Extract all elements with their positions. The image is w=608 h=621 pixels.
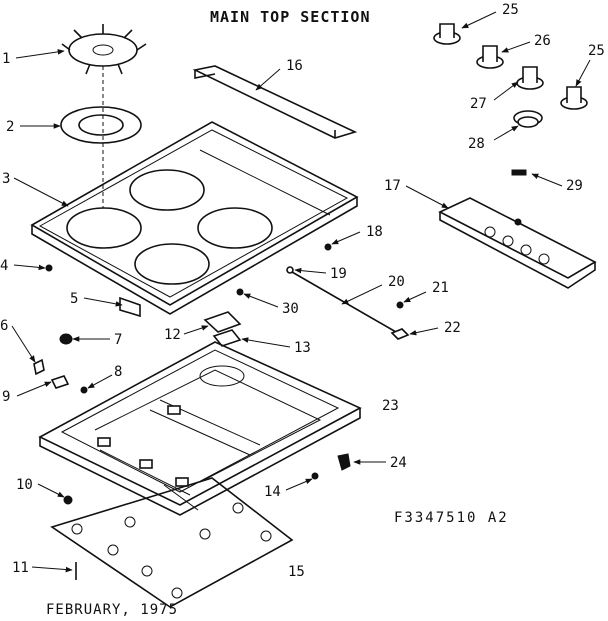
callout-9: 9 <box>2 389 10 405</box>
callout-18: 18 <box>366 224 383 240</box>
drawing-code: F3347510 A2 <box>394 510 509 526</box>
callout-25-top: 25 <box>502 2 519 18</box>
part-25-knob-top <box>433 23 461 45</box>
callout-3: 3 <box>2 171 10 187</box>
callout-16: 16 <box>286 58 303 74</box>
callout-23: 23 <box>382 398 399 414</box>
part-28-bezel <box>513 110 543 128</box>
part-18-screw <box>324 243 332 251</box>
part-17-control-panel <box>438 197 597 289</box>
part-25-knob-right <box>560 86 588 110</box>
drawing-date: FEBRUARY, 1975 <box>46 602 178 618</box>
part-13-valve <box>212 329 242 347</box>
part-2-burner-ring <box>60 106 142 144</box>
part-6-spring <box>33 358 45 376</box>
callout-20: 20 <box>388 274 405 290</box>
callout-6: 6 <box>0 318 8 334</box>
callout-26: 26 <box>534 33 551 49</box>
callout-7: 7 <box>114 332 122 348</box>
callout-21: 21 <box>432 280 449 296</box>
part-9-clamp <box>50 375 70 389</box>
callout-1: 1 <box>2 51 10 67</box>
callout-25-right: 25 <box>588 43 605 59</box>
part-8-screw <box>80 386 88 394</box>
part-7-nut <box>59 333 73 345</box>
diagram-title: MAIN TOP SECTION <box>210 8 371 26</box>
part-14-screw <box>311 472 319 480</box>
callout-22: 22 <box>444 320 461 336</box>
callout-15: 15 <box>288 564 305 580</box>
part-10-screw <box>63 495 73 505</box>
callout-11: 11 <box>12 560 29 576</box>
callout-8: 8 <box>114 364 122 380</box>
callout-12: 12 <box>164 327 181 343</box>
callout-29: 29 <box>566 178 583 194</box>
part-26-knob <box>476 45 504 69</box>
callout-13: 13 <box>294 340 311 356</box>
callout-27: 27 <box>470 96 487 112</box>
callout-5: 5 <box>70 291 78 307</box>
callout-30: 30 <box>282 301 299 317</box>
part-12-plate <box>203 311 242 333</box>
callout-17: 17 <box>384 178 401 194</box>
callout-4: 4 <box>0 258 8 274</box>
part-16-trim-bar <box>192 65 358 139</box>
leader-lines <box>11 11 591 573</box>
part-24-clip <box>337 453 351 471</box>
part-3-cooktop-frame <box>30 121 359 318</box>
part-21-screw <box>396 301 404 309</box>
part-29-clip <box>511 169 527 176</box>
part-19-grommet <box>286 266 294 274</box>
callout-28: 28 <box>468 136 485 152</box>
part-15-bottom-plate <box>50 477 294 608</box>
part-1-burner-cap <box>61 24 147 75</box>
callout-2: 2 <box>6 119 14 135</box>
part-23-burner-box <box>38 341 362 516</box>
callout-10: 10 <box>16 477 33 493</box>
part-30-screw <box>236 288 244 296</box>
callout-labels: 1 2 3 4 5 6 7 8 9 10 11 12 13 14 15 16 1… <box>0 2 605 580</box>
part-22-bracket <box>390 328 410 340</box>
callout-19: 19 <box>330 266 347 282</box>
part-27-knob <box>516 66 544 90</box>
callout-24: 24 <box>390 455 407 471</box>
callout-14: 14 <box>264 484 281 500</box>
part-4-screw <box>45 264 53 272</box>
